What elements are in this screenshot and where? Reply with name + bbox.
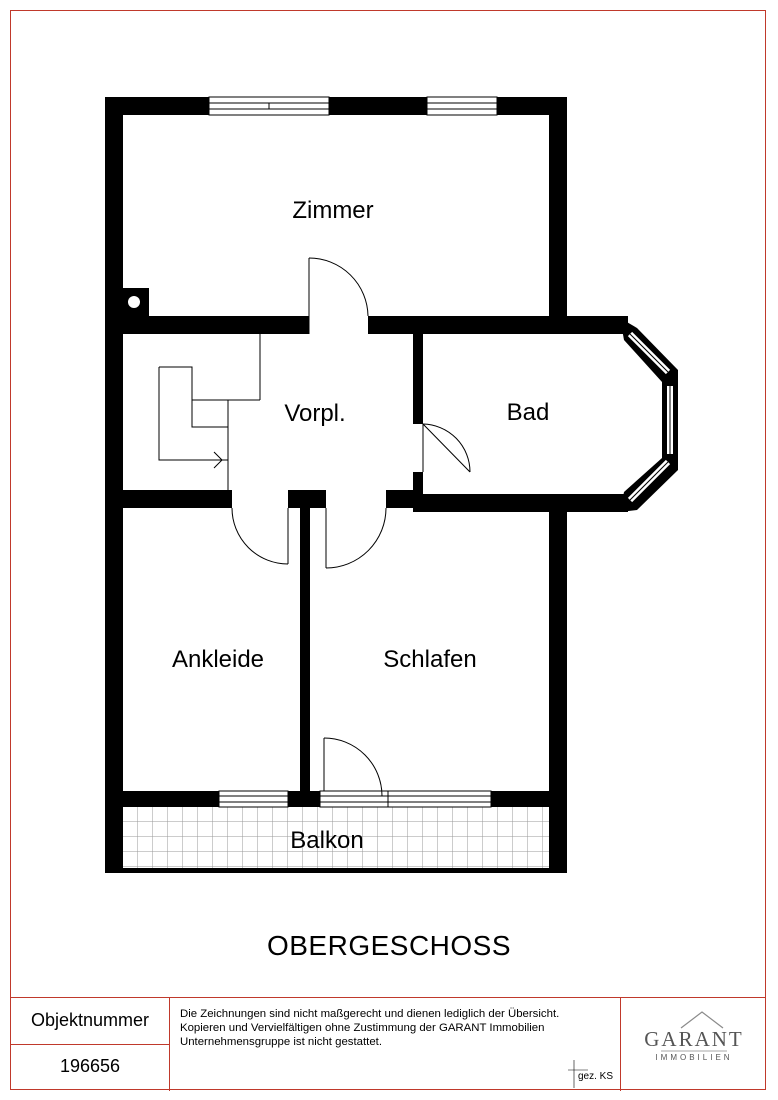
disclaimer-text: Die Zeichnungen sind nicht maßgerecht un… [180,1007,620,1049]
logo-sub-text: IMMOBILIEN [655,1053,733,1062]
lower-windows [218,790,492,808]
room-label-vorpl: Vorpl. [284,400,345,427]
bay-window [620,318,678,512]
drawn-by-mark [568,1060,588,1088]
disclaimer-line: Unternehmensgruppe ist nicht gestattet. [180,1036,382,1048]
room-label-schlafen: Schlafen [383,646,476,673]
drawing-sheet-frame [10,10,766,1090]
room-label-bad: Bad [507,399,550,426]
disclaimer-line: Kopieren und Vervielfältigen ohne Zustim… [180,1022,545,1034]
garant-logo: GARANT IMMOBILIEN [620,998,766,1091]
room-label-balkon: Balkon [290,827,363,854]
logo-roof-icon [661,1011,727,1052]
top-windows [208,96,498,116]
object-number-divider [10,1044,170,1045]
door-swings [231,257,471,797]
room-label-zimmer: Zimmer [292,197,373,224]
logo-main-text: GARANT [644,1027,744,1051]
object-number-label: Objektnummer [30,1010,150,1030]
drawn-by-initials: gez. KS [578,1071,614,1082]
object-number-box: Objektnummer 196656 [10,998,170,1091]
floor-title: OBERGESCHOSS [266,930,512,961]
room-label-ankleide: Ankleide [172,646,264,673]
object-number-value: 196656 [59,1056,121,1076]
staircase [158,334,261,490]
title-block: Objektnummer 196656 Die Zeichnungen sind… [10,997,766,1091]
chimney-flue [128,296,140,308]
disclaimer-line: Die Zeichnungen sind nicht maßgerecht un… [180,1008,560,1020]
walls [105,97,628,873]
